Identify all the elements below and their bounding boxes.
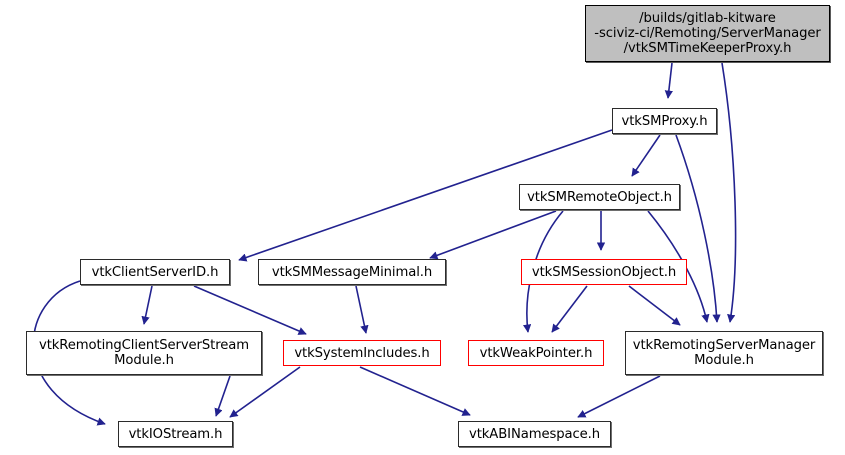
edge-root-to-servermanagermodule	[721, 62, 737, 323]
edge-servermanagermodule-to-abinamespace	[577, 375, 661, 418]
node-label: vtkSystemIncludes.h	[294, 345, 430, 361]
edge-messageminimal-to-systemincludes	[355, 285, 369, 334]
edge-root-to-smproxy	[664, 62, 673, 99]
edge-smproxy-to-servermanagermodule	[675, 134, 721, 323]
node-label: vtkSMProxy.h	[621, 113, 708, 129]
node-label: vtkSMMessageMinimal.h	[271, 264, 433, 280]
node-vtksmmessageminimal[interactable]: vtkSMMessageMinimal.h	[258, 259, 446, 285]
node-vtkiostream[interactable]: vtkIOStream.h	[118, 421, 233, 447]
edge-smproxy-to-remoteobject	[631, 134, 661, 177]
node-label: vtkIOStream.h	[128, 426, 223, 442]
node-label: vtkClientServerID.h	[91, 264, 219, 280]
node-vtkabinamespace[interactable]: vtkABINamespace.h	[458, 421, 611, 447]
edge-sessionobject-to-servermanagermodule	[628, 285, 681, 326]
edge-clientserverid-to-clientserverstreammodule	[141, 285, 153, 325]
node-label: /builds/gitlab-kitware -sciviz-ci/Remoti…	[594, 11, 821, 56]
node-vtkweakpointer[interactable]: vtkWeakPointer.h	[468, 340, 604, 366]
edge-smproxy-to-clientserverid	[238, 129, 613, 262]
edge-clientserverid-to-systemincludes	[193, 285, 307, 335]
node-vtkremotingclientserverstreammodule[interactable]: vtkRemotingClientServerStream Module.h	[26, 331, 262, 375]
node-label: vtkABINamespace.h	[468, 426, 600, 442]
node-vtkremotingservermanagermodule[interactable]: vtkRemotingServerManager Module.h	[625, 331, 823, 375]
node-label: vtkWeakPointer.h	[479, 345, 593, 361]
node-vtksmtimekeeperproxy[interactable]: /builds/gitlab-kitware -sciviz-ci/Remoti…	[585, 5, 830, 62]
node-label: vtkRemotingClientServerStream Module.h	[38, 338, 249, 368]
edge-remoteobject-to-messageminimal	[429, 210, 557, 260]
node-label: vtkSMRemoteObject.h	[527, 189, 672, 205]
node-vtksmproxy[interactable]: vtkSMProxy.h	[612, 108, 717, 134]
node-vtkclientserverid[interactable]: vtkClientServerID.h	[80, 259, 230, 285]
node-vtksmremoteobject[interactable]: vtkSMRemoteObject.h	[519, 184, 680, 210]
edge-systemincludes-to-iostream	[229, 366, 301, 418]
node-label: vtkSMSessionObject.h	[531, 264, 677, 280]
edge-sessionobject-to-weakpointer	[551, 285, 588, 333]
edge-systemincludes-to-abinamespace	[359, 366, 471, 416]
node-vtksmsessionobject[interactable]: vtkSMSessionObject.h	[521, 259, 687, 285]
node-label: vtkRemotingServerManager Module.h	[632, 338, 816, 368]
edge-clientserverstreammodule-to-iostream	[214, 375, 231, 417]
node-vtksystemincludes[interactable]: vtkSystemIncludes.h	[283, 340, 441, 366]
